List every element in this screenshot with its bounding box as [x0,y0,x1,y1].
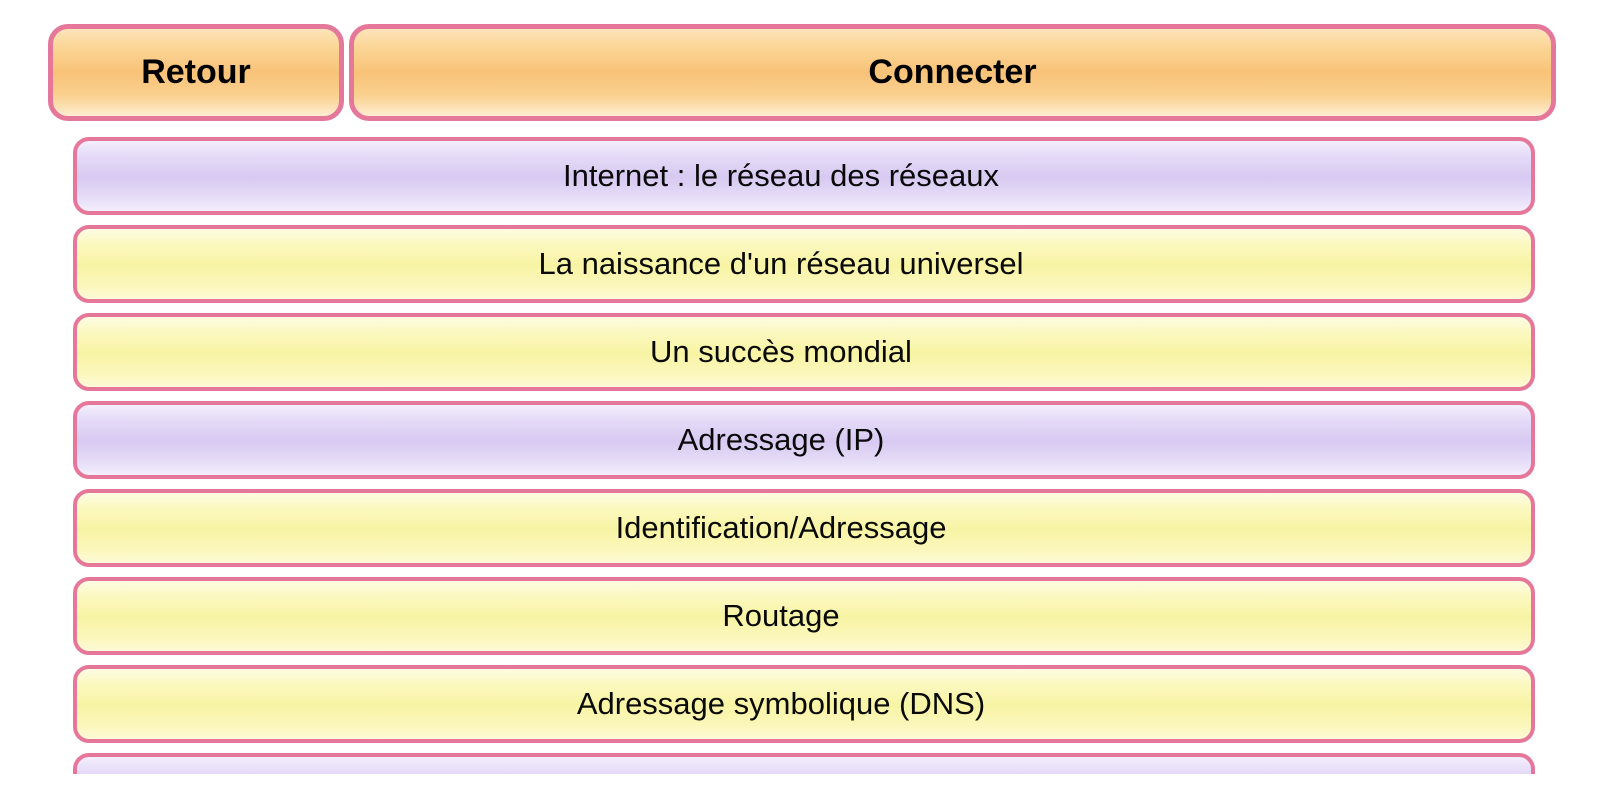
list-item[interactable]: Internet : le réseau des réseaux [73,137,1535,215]
list-item[interactable]: Un succès mondial [73,313,1535,391]
list-item-label: La naissance d'un réseau universel [538,246,1024,281]
connect-button[interactable]: Connecter [349,24,1556,121]
list-item-label: Adressage (IP) [677,422,885,457]
list-item-label: Routage [722,598,840,633]
list-item[interactable]: Routage [73,577,1535,655]
topic-list: Internet : le réseau des réseaux La nais… [73,137,1535,774]
list-item[interactable]: Adressage symbolique (DNS) [73,665,1535,743]
list-item[interactable] [73,753,1535,774]
list-item-label: Un succès mondial [650,334,912,369]
list-item-label: Internet : le réseau des réseaux [563,158,999,193]
list-item[interactable]: Identification/Adressage [73,489,1535,567]
list-item[interactable]: La naissance d'un réseau universel [73,225,1535,303]
list-item[interactable]: Adressage (IP) [73,401,1535,479]
list-item-label: Identification/Adressage [615,510,947,545]
back-button[interactable]: Retour [48,24,344,121]
connect-button-label: Connecter [868,53,1037,91]
back-button-label: Retour [141,53,251,91]
list-item-label: Adressage symbolique (DNS) [576,686,986,721]
toolbar: Retour Connecter [48,24,1556,121]
